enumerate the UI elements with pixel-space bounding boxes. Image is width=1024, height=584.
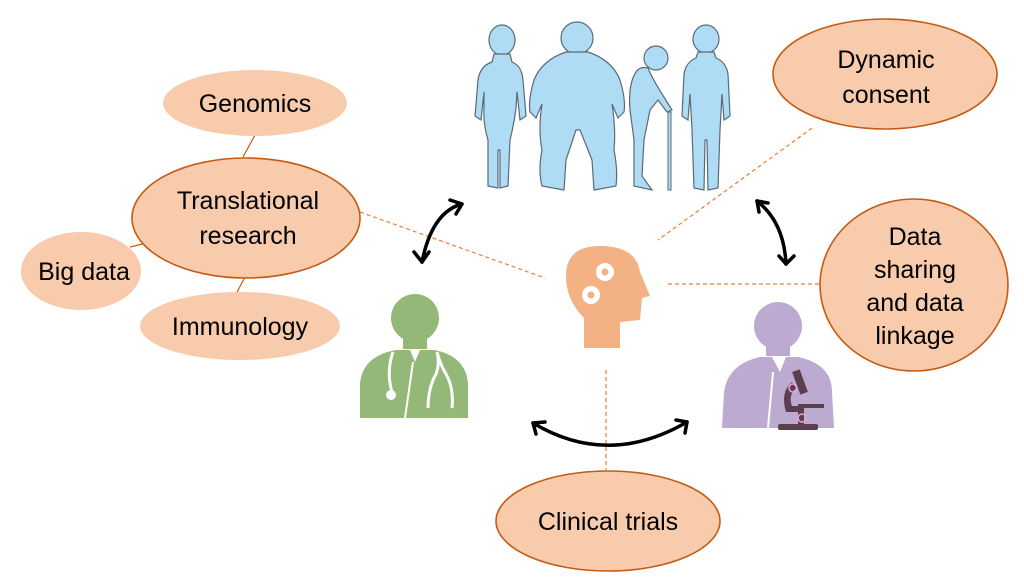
arrow-population-clinician [412,198,464,264]
clinical-trials-label: Clinical trials [538,508,678,536]
large-man-figure-icon [528,21,626,191]
bubble-genomics: Genomics [163,70,347,136]
clinician-icon [360,294,468,419]
woman-figure-icon [474,24,527,189]
link-genomics [242,134,256,158]
immunology-label: Immunology [172,313,309,341]
translational-label-line2: research [199,222,296,250]
data-sharing-line4: linkage [875,322,954,350]
connector-translational [359,211,546,279]
translational-label-line1: Translational [177,187,319,215]
arrow-clinician-scientist [531,418,689,447]
data-sharing-line1: Data [889,223,942,251]
arrow-population-scientist [755,199,796,266]
bubble-dynamic-consent: Dynamic consent [772,18,998,130]
genomics-label: Genomics [199,90,312,118]
scientist-icon [722,302,834,430]
bubble-immunology: Immunology [140,292,340,360]
man-figure-icon [681,24,731,191]
dynamic-consent-line1: Dynamic [837,46,934,74]
link-immunology [235,276,246,295]
elderly-person-with-cane-icon [629,45,673,191]
microscope-icon [778,369,824,430]
population-figures-icon [474,21,731,191]
bubble-big-data: Big data [21,232,141,310]
bubble-clinical-trials: Clinical trials [495,470,721,572]
bubble-translational-research: Translational research [131,157,361,279]
stethoscope-icon [387,351,395,393]
dynamic-consent-line2: consent [842,81,930,109]
big-data-label: Big data [38,258,130,286]
bubble-data-sharing: Data sharing and data linkage [819,198,1009,372]
data-sharing-line2: sharing [874,256,956,284]
data-sharing-line3: and data [866,289,963,317]
connector-dynamic-consent [657,127,813,241]
cane-icon [667,111,672,191]
head-gears-icon [566,246,650,348]
